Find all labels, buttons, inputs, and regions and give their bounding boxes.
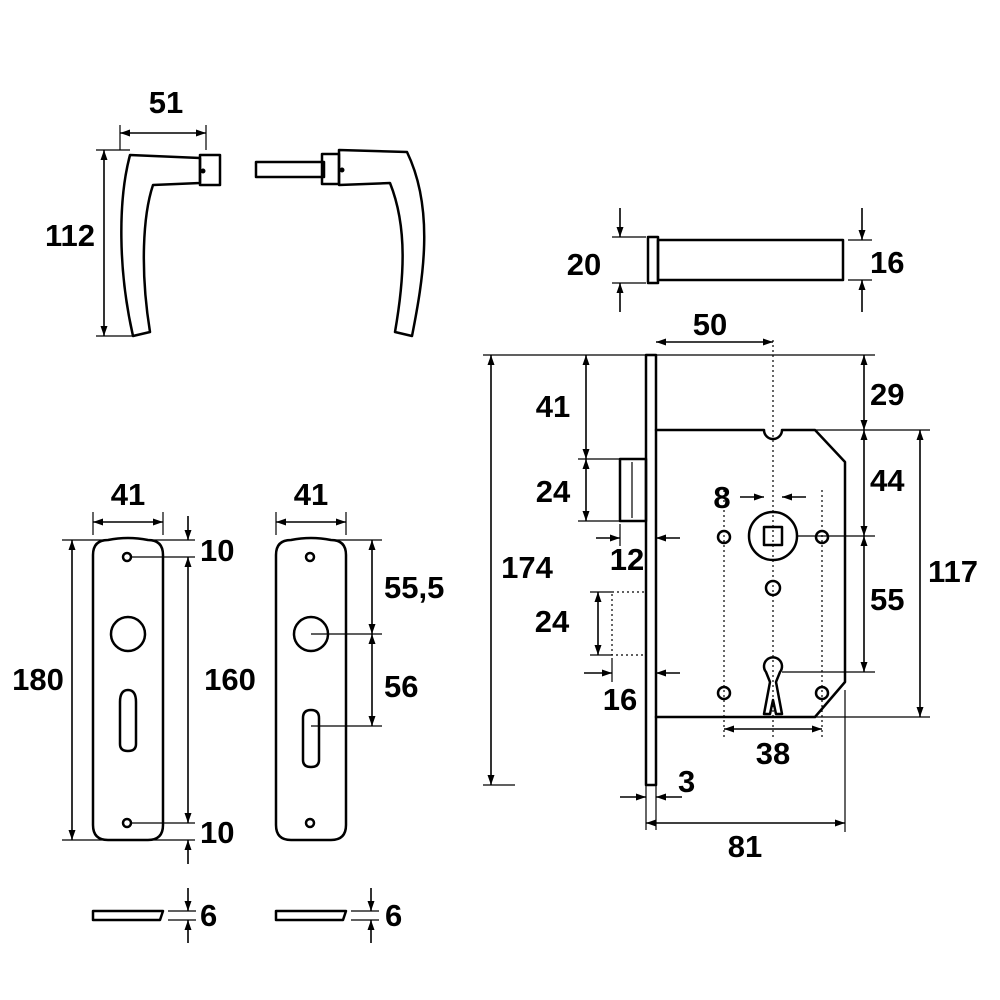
lock-case-depth-dimension: 81 [646, 690, 846, 864]
lock-latch-height-label: 24 [536, 474, 571, 509]
lock-screw-spacing-label: 38 [756, 736, 790, 771]
lock-screw-spacing-dimension: 38 [724, 725, 822, 771]
handle-height-label: 112 [45, 218, 95, 253]
right-plate-profile: 6 [274, 888, 402, 943]
right-plate-position-dimensions: 55,5 56 [311, 539, 444, 727]
lock-backset-label: 50 [693, 307, 727, 342]
left-plate-width-dimension: 41 [92, 477, 164, 535]
handle-width-dimension: 51 [119, 85, 207, 150]
handle-height-dimension: 112 [45, 149, 133, 337]
lock-case-to-spindle-label: 44 [870, 463, 905, 498]
lock-case-depth-label: 81 [728, 829, 762, 864]
right-door-handle [254, 148, 426, 338]
right-plate-width-label: 41 [294, 477, 328, 512]
left-escutcheon-plate [91, 536, 165, 842]
lock-total-height-label: 174 [501, 550, 553, 585]
lock-latch-projection-dimension: 12 [596, 524, 680, 577]
lock-bolt-projection-label: 16 [603, 682, 637, 717]
left-plate-height-dimension: 180 [12, 539, 108, 841]
lock-forend-dimension: 3 [620, 764, 695, 830]
left-plate-profile: 6 [91, 888, 217, 943]
lock-right-dimensions: 29 44 55 117 [656, 354, 978, 718]
right-plate-thickness-label: 6 [385, 898, 402, 933]
right-escutcheon-plate [274, 536, 348, 842]
left-plate-hole-spacing-label: 160 [204, 662, 256, 697]
strike-plate: 20 16 [567, 208, 904, 312]
left-plate-height-label: 180 [12, 662, 64, 697]
lock-total-height-dimension: 174 [483, 354, 646, 786]
lock-top-to-latch-label: 41 [536, 389, 570, 424]
lock-bolt-height-label: 24 [535, 604, 570, 639]
lock-backset-dimension: 50 [656, 307, 773, 346]
strike-thickness-label: 16 [870, 245, 904, 280]
lock-latch-projection-label: 12 [610, 542, 644, 577]
right-plate-width-dimension: 41 [275, 477, 347, 535]
left-plate-bottom-offset-label: 10 [200, 815, 234, 850]
right-plate-top-to-spindle-label: 55,5 [384, 570, 444, 605]
lock-case-height-label: 117 [928, 554, 978, 589]
lock-forend-thickness-label: 3 [678, 764, 695, 799]
left-plate-top-offset-label: 10 [200, 533, 234, 568]
left-plate-hole-dimensions: 10 160 10 [131, 516, 256, 864]
lock-latch-dimensions: 41 24 [536, 355, 620, 522]
left-door-handle [120, 153, 222, 338]
left-plate-thickness-label: 6 [200, 898, 217, 933]
lock-bolt-dimensions: 24 16 [535, 591, 680, 717]
lock-spindle-square-label: 8 [713, 480, 730, 515]
lock-spindle-square-dimension: 8 [713, 480, 806, 515]
right-plate-spindle-to-keyhole-label: 56 [384, 669, 418, 704]
handle-width-label: 51 [149, 85, 183, 120]
lock-top-to-case-label: 29 [870, 377, 904, 412]
lock-spindle-to-keyhole-label: 55 [870, 582, 904, 617]
strike-height-label: 20 [567, 247, 601, 282]
mortise-lock-body [611, 340, 847, 787]
left-plate-width-label: 41 [111, 477, 145, 512]
